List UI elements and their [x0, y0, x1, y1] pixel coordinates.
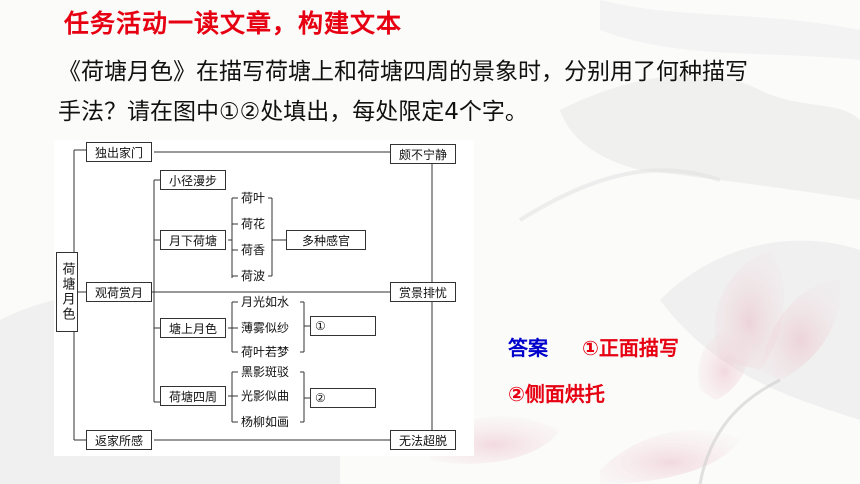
node-path-stroll: 小径漫步 [160, 170, 226, 190]
question-line-2: 手法？请在图中①②处填出，每处限定4个字。 [58, 99, 528, 125]
pond-around-item: 光影似曲 [241, 389, 290, 403]
node-moon-lotus: 月下荷塘 [160, 230, 226, 250]
blank-box-1: ① [310, 316, 376, 336]
pond-around-item: 杨柳如画 [241, 415, 290, 429]
node-leave-home: 独出家门 [86, 142, 152, 162]
answer-item-2: ②侧面烘托 [508, 382, 605, 406]
question-line-1: 《荷塘月色》在描写荷塘上和荷塘四周的景象时，分别用了何种描写 [58, 59, 748, 85]
pond-around-item: 黑影斑驳 [241, 365, 290, 379]
moon-lotus-item: 荷花 [241, 217, 266, 231]
answer-label: 答案 [508, 336, 548, 360]
node-multi-senses: 多种感官 [286, 230, 366, 250]
pond-moon-item: 荷叶若梦 [241, 345, 290, 359]
section-title: 任务活动一读文章，构建文本 [64, 9, 403, 38]
moon-lotus-item: 荷香 [241, 243, 266, 257]
root-node: 荷塘月色 [56, 252, 78, 332]
pond-moon-item: 月光如水 [241, 295, 290, 309]
node-return-home: 返家所感 [86, 430, 152, 450]
pond-moon-item: 薄雾似纱 [241, 321, 290, 335]
moon-lotus-item: 荷叶 [241, 191, 266, 205]
node-pond-around: 荷塘四周 [160, 386, 226, 406]
node-uneasy: 颇不宁静 [390, 144, 456, 164]
blank-box-2: ② [310, 388, 376, 408]
structure-diagram: 荷塘月色 独出家门 观荷赏月 返家所感 小径漫步 月下荷塘 塘上月色 荷塘四周 … [54, 140, 474, 456]
node-relieve-worry: 赏景排忧 [390, 282, 456, 302]
node-view-lotus: 观荷赏月 [86, 282, 152, 302]
diagram-connector-lines [62, 149, 433, 441]
node-pond-moon: 塘上月色 [160, 318, 226, 338]
answer-item-1: ①正面描写 [582, 336, 679, 360]
node-no-escape: 无法超脱 [390, 430, 456, 450]
moon-lotus-item: 荷波 [241, 269, 266, 283]
